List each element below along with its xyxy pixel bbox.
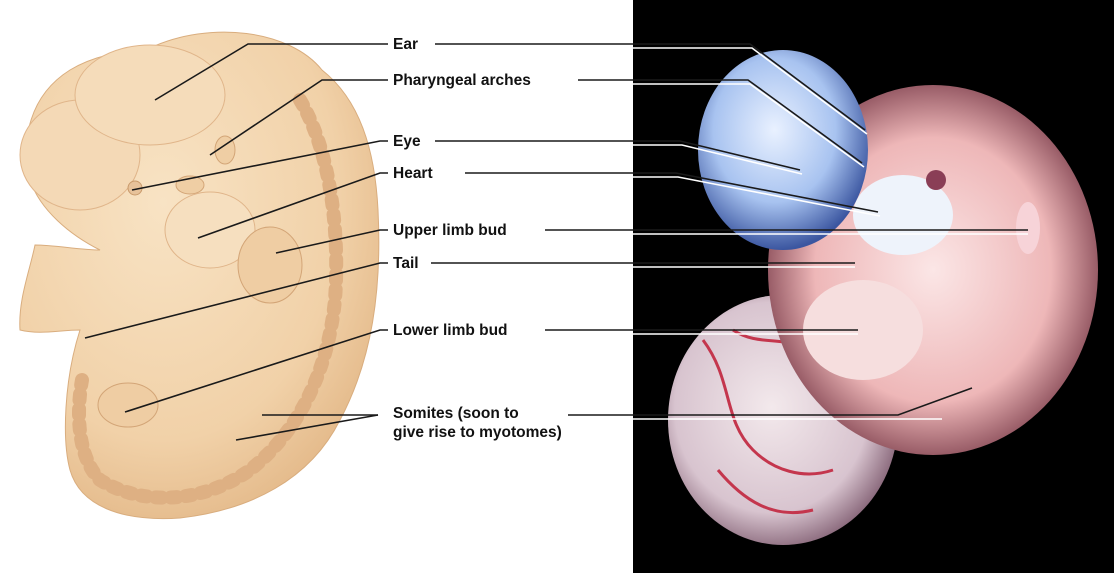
photo-upper-limb bbox=[1016, 202, 1040, 254]
arch-1 bbox=[176, 176, 204, 194]
label-pharyngeal-arches: Pharyngeal arches bbox=[393, 71, 531, 90]
label-heart-text: Heart bbox=[393, 164, 433, 183]
label-eye-text: Eye bbox=[393, 132, 421, 151]
label-somites-line1: Somites (soon to bbox=[393, 404, 562, 423]
lower-limb-bud bbox=[98, 383, 158, 427]
label-tail-text: Tail bbox=[393, 254, 419, 273]
embryo-photograph bbox=[633, 0, 1114, 573]
label-eye: Eye bbox=[393, 132, 421, 151]
photo-lower-region bbox=[803, 280, 923, 380]
midbrain bbox=[75, 45, 225, 145]
upper-limb-bud bbox=[238, 227, 302, 303]
label-ear: Ear bbox=[393, 35, 418, 54]
embryo-illustration bbox=[0, 0, 633, 573]
arch-2 bbox=[215, 136, 235, 164]
label-tail: Tail bbox=[393, 254, 419, 273]
label-heart: Heart bbox=[393, 164, 433, 183]
label-upper-limb-bud-text: Upper limb bud bbox=[393, 221, 507, 240]
label-lower-limb-bud: Lower limb bud bbox=[393, 321, 508, 340]
label-lower-limb-bud-text: Lower limb bud bbox=[393, 321, 508, 340]
photo-head bbox=[698, 50, 868, 250]
label-ear-text: Ear bbox=[393, 35, 418, 54]
label-somites: Somites (soon to give rise to myotomes) bbox=[393, 404, 562, 442]
photo-eye-spot bbox=[926, 170, 946, 190]
label-somites-line2: give rise to myotomes) bbox=[393, 423, 562, 442]
label-upper-limb-bud: Upper limb bud bbox=[393, 221, 507, 240]
eye-dot bbox=[128, 181, 142, 195]
label-pharyngeal-arches-text: Pharyngeal arches bbox=[393, 71, 531, 90]
